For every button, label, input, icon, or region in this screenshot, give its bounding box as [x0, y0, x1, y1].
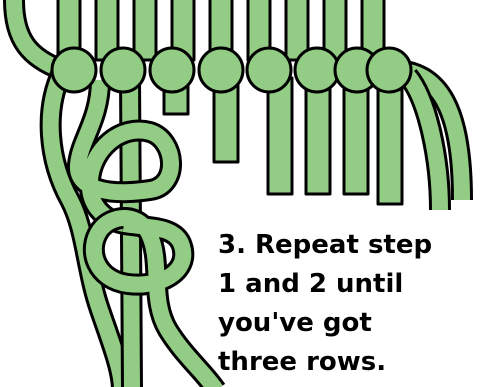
knot-6	[293, 46, 341, 94]
instruction-line-1: 3. Repeat step	[218, 230, 433, 260]
working-cords	[39, 67, 226, 387]
knot-8	[365, 46, 413, 94]
cord-e-bottom	[342, 76, 370, 196]
knot-3	[148, 46, 196, 94]
cord-f-bottom	[376, 76, 404, 206]
instruction-text: 3. Repeat step 1 and 2 until you've got …	[218, 226, 485, 382]
instruction-line-4: three rows.	[218, 347, 387, 377]
knot-4	[197, 46, 245, 94]
knot-row	[50, 46, 413, 94]
instruction-line-2: 1 and 2 until	[218, 269, 404, 299]
instruction-line-3: you've got	[218, 308, 372, 338]
cord-c-bottom	[266, 76, 294, 196]
cord-d-bottom	[304, 76, 332, 196]
knot-5	[245, 46, 293, 94]
knot-1	[50, 46, 98, 94]
knot-2	[99, 46, 147, 94]
cord-4-top	[132, 0, 158, 62]
